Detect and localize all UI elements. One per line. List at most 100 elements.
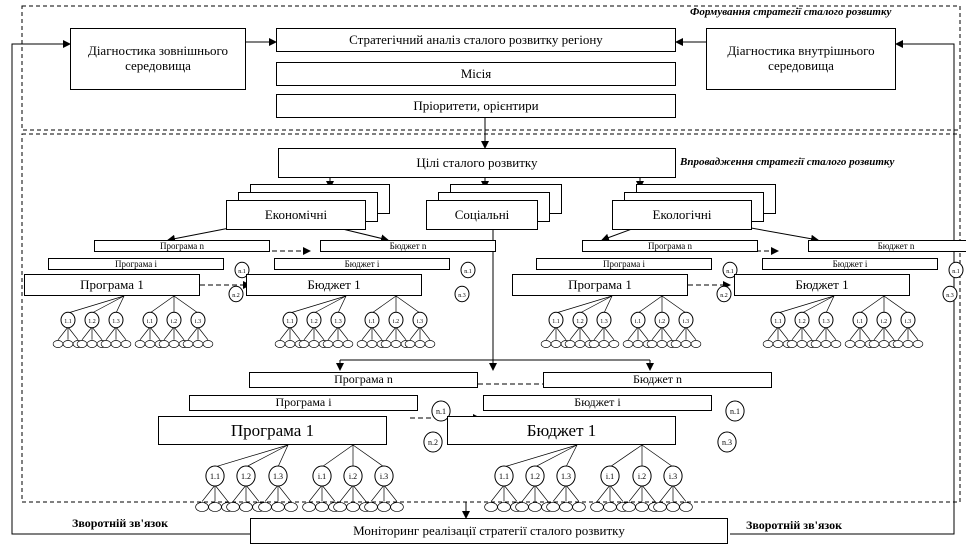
ecological-leaf-node xyxy=(632,340,644,348)
economic-leaf-node xyxy=(192,340,204,348)
economic-tree-node-label: і.2 xyxy=(171,319,177,325)
economic-leaf-node xyxy=(62,340,74,348)
formation-frame xyxy=(21,5,961,131)
social-box: Соціальні xyxy=(426,200,538,230)
social-tree-node xyxy=(205,465,225,487)
social-tree-node-label: і.2 xyxy=(349,472,357,481)
ecological-tree-node-label: 1.2 xyxy=(576,319,584,325)
ecological-leaf-node xyxy=(598,340,610,348)
social-budget-node-n1 xyxy=(725,400,745,422)
ecological-node-n1-label: n.1 xyxy=(726,269,734,275)
ecological-tree-node xyxy=(900,311,916,329)
ecological-leaf-node xyxy=(588,340,600,348)
social-node-n1-label: n.1 xyxy=(436,407,446,416)
ecological-tree-node-label: 1.1 xyxy=(774,319,782,325)
social-leaf-node xyxy=(528,502,542,512)
social-tree-node-label: 1.3 xyxy=(273,472,283,481)
ecological-budget-node-n3-label: n.3 xyxy=(946,293,954,299)
ecological-program-n: Програма n xyxy=(582,240,758,252)
social-tree-node xyxy=(525,465,545,487)
social-tree-node xyxy=(600,465,620,487)
social-leaf-node xyxy=(622,502,636,512)
social-tree-node-label: і.1 xyxy=(606,472,614,481)
social-tree-node xyxy=(663,465,683,487)
social-tree-node-label: 1.1 xyxy=(499,472,509,481)
economic-leaf-node xyxy=(322,340,334,348)
ecological-leaf-node xyxy=(574,340,586,348)
social-tree-node-label: 1.1 xyxy=(210,472,220,481)
ecological-leaf-node xyxy=(892,340,904,348)
ecological-budget-1: Бюджет 1 xyxy=(734,274,910,296)
social-budget-i: Бюджет і xyxy=(483,395,712,411)
economic-leaf-node xyxy=(380,340,392,348)
economic-tree-node xyxy=(412,311,428,329)
economic-box: Економічні xyxy=(226,200,366,230)
ecological-tree-node xyxy=(794,311,810,329)
economic-tree-node-label: і.1 xyxy=(369,319,375,325)
economic-budget-node-n3-label: n.3 xyxy=(458,293,466,299)
social-tree-node-label: 1.3 xyxy=(561,472,571,481)
social-program-1: Програма 1 xyxy=(158,416,387,445)
ecological-leaf-node xyxy=(564,340,576,348)
social-tree-node xyxy=(494,465,514,487)
social-leaf-node xyxy=(208,502,222,512)
economic-tree-node xyxy=(142,311,158,329)
social-leaf-node xyxy=(515,502,529,512)
ecological-tree-node xyxy=(770,311,786,329)
economic-budget-i: Бюджет і xyxy=(274,258,450,270)
economic-tree-node xyxy=(190,311,206,329)
social-leaf-node xyxy=(195,502,209,512)
economic-leaf-node xyxy=(202,340,214,348)
ecological-tree-node xyxy=(852,311,868,329)
ecological-tree-node-label: і.1 xyxy=(857,319,863,325)
social-node-n2-label: n.2 xyxy=(428,438,438,447)
ecological-budget-n: Бюджет n xyxy=(808,240,966,252)
ecological-tree-node-label: і.2 xyxy=(881,319,887,325)
social-leaf-node xyxy=(559,502,573,512)
economic-leaf-node xyxy=(274,340,286,348)
economic-tree-node xyxy=(166,311,182,329)
ecological-tree-node xyxy=(818,311,834,329)
economic-program-i: Програма і xyxy=(48,258,224,270)
economic-program-1: Програма 1 xyxy=(24,274,200,296)
ecological-leaf-node xyxy=(608,340,620,348)
ecological-tree-node xyxy=(630,311,646,329)
social-node-n2 xyxy=(423,431,443,453)
economic-tree-node xyxy=(364,311,380,329)
ecological-leaf-node xyxy=(762,340,774,348)
ecological-leaf-node xyxy=(550,340,562,348)
ecological-leaf-node xyxy=(912,340,924,348)
economic-tree-node xyxy=(306,311,322,329)
economic-tree-node-label: 1.2 xyxy=(88,319,96,325)
ecological-leaf-node xyxy=(670,340,682,348)
ecological-node-n1 xyxy=(722,261,738,279)
economic-tree-node-label: 1.1 xyxy=(64,319,72,325)
economic-leaf-node xyxy=(144,340,156,348)
economic-tree-node xyxy=(330,311,346,329)
goals-box: Цілі сталого розвитку xyxy=(278,148,676,178)
social-tree-node-label: і.1 xyxy=(318,472,326,481)
economic-leaf-node xyxy=(86,340,98,348)
social-program-i: Програма і xyxy=(189,395,418,411)
social-leaf-node xyxy=(603,502,617,512)
social-leaf-node xyxy=(497,502,511,512)
economic-leaf-node xyxy=(110,340,122,348)
economic-node-n2-label: n.2 xyxy=(232,293,240,299)
ecological-node-n2 xyxy=(716,285,732,303)
ecological-program-i: Програма і xyxy=(536,258,712,270)
social-leaf-node xyxy=(635,502,649,512)
ecological-leaf-node xyxy=(690,340,702,348)
economic-tree-node xyxy=(84,311,100,329)
economic-budget-node-n3 xyxy=(454,285,470,303)
ecological-leaf-node xyxy=(622,340,634,348)
monitoring-box: Моніторинг реалізації стратегії сталого … xyxy=(250,518,728,544)
social-tree-node xyxy=(556,465,576,487)
social-leaf-node xyxy=(239,502,253,512)
economic-leaf-node xyxy=(404,340,416,348)
economic-leaf-node xyxy=(100,340,112,348)
feedback-left-line xyxy=(11,40,250,535)
economic-leaf-node xyxy=(298,340,310,348)
social-leaf-node xyxy=(333,502,347,512)
ecological-leaf-node xyxy=(868,340,880,348)
economic-budget-1: Бюджет 1 xyxy=(246,274,422,296)
